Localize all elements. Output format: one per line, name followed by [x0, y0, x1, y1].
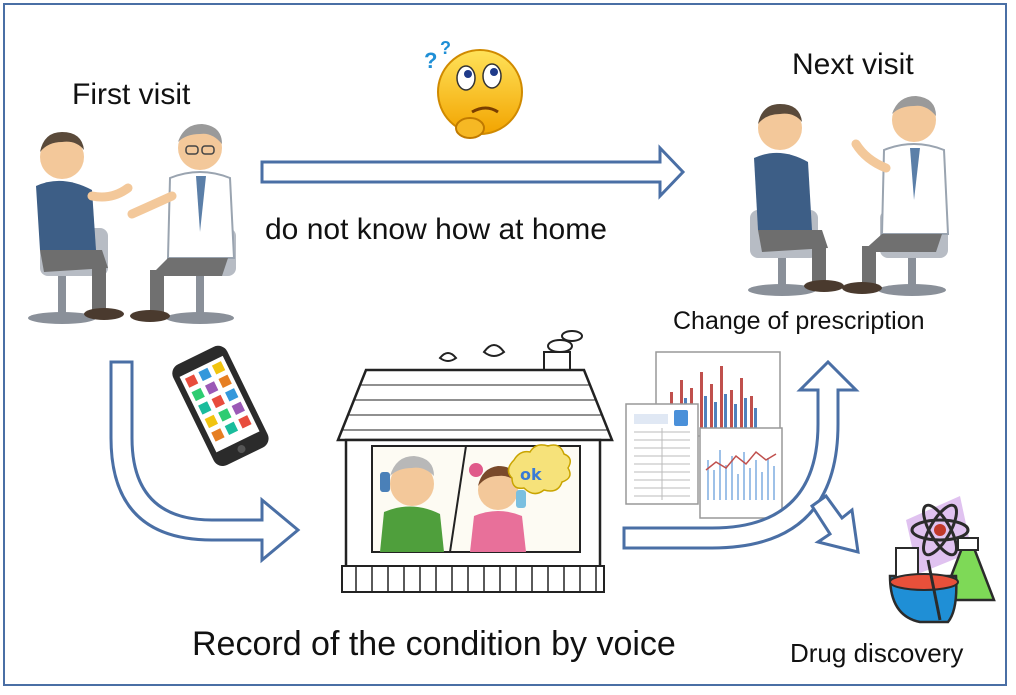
first-visit-illustration [28, 124, 236, 324]
first-visit-label: First visit [72, 78, 191, 111]
smartphone-icon [172, 345, 269, 467]
change-prescription-label: Change of prescription [673, 307, 925, 335]
data-report-charts-illustration [625, 351, 783, 519]
left-curved-arrow [109, 360, 301, 564]
science-lab-flask-icon [888, 496, 996, 624]
thinking-emoji-icon: ? ? [424, 38, 523, 139]
next-visit-label: Next visit [792, 48, 914, 81]
record-voice-label: Record of the condition by voice [192, 625, 676, 663]
right-curved-arrow [622, 359, 860, 550]
diagram-frame [3, 3, 1007, 686]
do-not-know-label: do not know how at home [265, 213, 607, 246]
drug-discovery-arrow [809, 493, 860, 554]
svg-text:?: ? [440, 38, 451, 58]
drug-discovery-label: Drug discovery [790, 638, 964, 668]
house-illustration: ok [336, 330, 614, 593]
svg-text:ok: ok [520, 465, 542, 484]
svg-text:?: ? [424, 48, 437, 73]
next-visit-illustration [748, 96, 950, 296]
top-arrow [260, 144, 686, 200]
